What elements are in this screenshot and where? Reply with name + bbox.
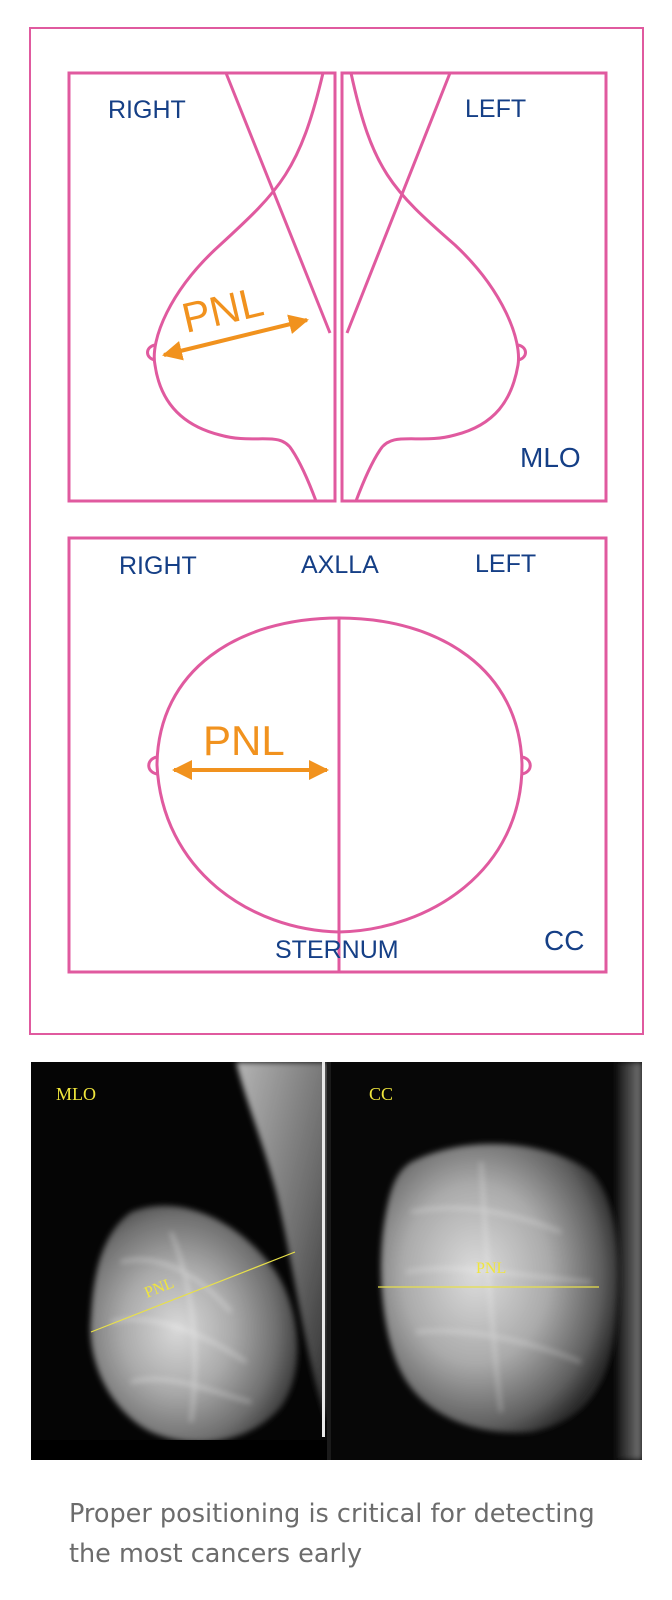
mlo-xray-view-label: MLO [56,1084,96,1104]
mlo-left-breast-outline [349,72,521,502]
mlo-left-pectoral-line [345,72,452,334]
mlo-right-nipple [146,343,156,362]
mlo-view-diagram: PNL RIGHT LEFT MLO [67,71,608,503]
mlo-right-label: RIGHT [108,96,186,124]
mlo-right-pectoral-line [224,72,332,334]
cc-view-label: CC [544,925,584,956]
caption: Proper positioning is critical for detec… [69,1499,595,1569]
mlo-left-panel [340,71,608,503]
cc-breast-tissue [381,1143,619,1433]
mlo-left-label: LEFT [465,95,526,123]
diagram-frame [29,27,644,1035]
cc-sternum-label: STERNUM [275,936,399,964]
cc-pnl-xray-label: PNL [476,1260,506,1277]
cc-breast-outline [155,616,524,934]
cc-right-label: RIGHT [119,552,197,580]
cc-left-label: LEFT [475,550,536,578]
cc-pnl-label: PNL [203,717,285,764]
mlo-right-breast-outline [152,72,325,502]
mlo-pnl-arrow [162,314,309,361]
cc-mammogram: PNL CC [331,1062,642,1460]
mlo-pectoral-muscle [236,1062,327,1422]
cc-left-nipple [521,755,532,776]
mammogram-images: PNL MLO PNL CC [31,1062,642,1460]
mlo-view-label: MLO [520,442,581,473]
mlo-mammogram: PNL MLO [31,1062,327,1460]
cc-axilla-label: AXLLA [301,551,379,579]
mlo-right-panel [67,71,337,503]
cc-xray-view-label: CC [369,1084,393,1104]
cc-view-diagram: PNL RIGHT AXLLA LEFT STERNUM CC [67,536,608,974]
positioning-diagram: PNL RIGHT LEFT MLO PNL RIGHT AXLLA LEFT … [29,27,644,1035]
mlo-pnl-line [90,1251,296,1333]
mlo-left-nipple [517,343,527,362]
cc-right-nipple [147,755,158,776]
